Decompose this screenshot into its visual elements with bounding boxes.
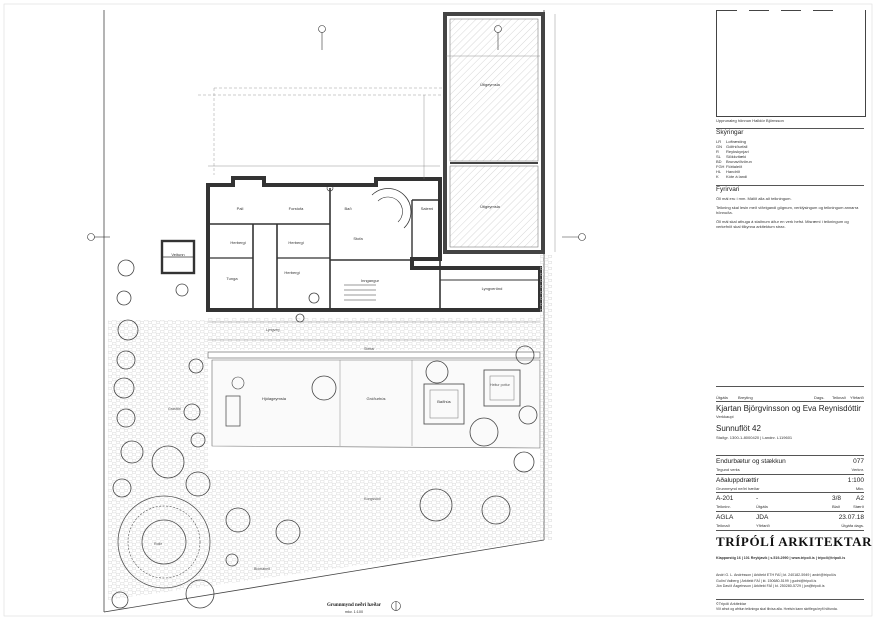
room-label-fordyri: Forstofa — [289, 206, 304, 211]
legend-header: Skýringar — [716, 129, 744, 136]
client-name: Kjartan Björgvinsson og Eva Reynisdóttir — [716, 404, 861, 413]
tb-divider — [716, 474, 864, 475]
title-block: Upprunaleg hönnun Halldór Björnsson Skýr… — [708, 0, 876, 620]
paving — [108, 255, 552, 600]
room-label-bad: Bað — [344, 206, 352, 211]
notes-header: Fyrirvari — [716, 186, 740, 193]
annotation-kongsslaa: Kongsslóð — [364, 496, 381, 501]
project-number: 077 — [853, 458, 864, 465]
annotation-blomabed: Blómabeð — [254, 566, 270, 571]
main-building — [206, 176, 542, 312]
drawn-by: AGLA — [716, 514, 734, 521]
section-markers — [87, 25, 586, 611]
address: Sunnuflöt 42 — [716, 424, 761, 433]
room-label-ingang: Inngangur — [361, 278, 380, 283]
paper-size: A2 — [856, 495, 864, 502]
room-label-tunga: Tunga — [226, 276, 238, 281]
room-label-herbergi-3: Herbergi — [284, 270, 299, 275]
architect-list: Andri G. L. Andrésson | Arkitekt ETH FAÍ… — [716, 573, 837, 588]
drawing-number: A-201 — [716, 495, 734, 502]
sheet-title: Aðaluppdrættir — [716, 477, 759, 484]
rev-col-drawn: Teiknað — [832, 395, 846, 400]
date-label: Útgáfa dags. — [841, 523, 864, 528]
tb-divider — [716, 599, 864, 600]
project: Endurbætur og stækkun — [716, 458, 786, 465]
room-label-hjolageymsla: Hjólageymsla — [262, 396, 287, 401]
drawn-label: Teiknað — [716, 523, 730, 528]
drawing-title: Grunnmynd neðri hæðar — [327, 602, 382, 608]
drawing-number-label: Teikninr. — [716, 504, 731, 509]
room-label-badhus: Baðhús — [437, 399, 451, 404]
room-label-herbergi-1: Herbergi — [230, 240, 245, 245]
room-label-grodurhus: Gróðurhús — [367, 396, 386, 401]
small-outbuilding — [160, 239, 196, 275]
scale: 1:100 — [847, 477, 864, 484]
scale-label: Mkv. — [855, 486, 864, 491]
tb-divider — [716, 455, 864, 456]
room-label-veitunn: Veitunn — [171, 252, 184, 257]
room-label-utigeymsla-2: Útigeymsla — [480, 204, 501, 209]
image-credit: Upprunaleg hönnun Halldór Björnsson — [716, 118, 784, 123]
rev-col-change: Breyting — [738, 395, 753, 400]
firm-logo: TRÍPÓLÍ ARKITEKTAR — [716, 534, 873, 549]
copyright: ©Tripólí Arkitektar — [716, 602, 747, 606]
sheet-label: Blað — [832, 504, 841, 509]
annotation-rolle: Rolle — [154, 542, 162, 546]
revision-label: Útgáfa — [756, 504, 768, 509]
annotation-stettlar: Stéttar — [364, 347, 375, 351]
round-patio — [117, 495, 211, 589]
rev-col-date: Dags. — [814, 395, 825, 400]
room-label-lyngverond: Lyngverönd — [482, 286, 503, 291]
tb-divider — [716, 128, 864, 129]
project-number-label: Verknr. — [851, 467, 864, 472]
sheet-number: 3/8 — [832, 495, 842, 502]
checked-label: Yfirfarið — [756, 523, 770, 528]
drawing-scale-note: mkv. 1:100 — [345, 610, 363, 614]
project-label: Tegund verks — [716, 467, 740, 472]
room-label-stofa: Stofa — [353, 236, 363, 241]
paper-label: Stærð — [853, 504, 864, 509]
annotation-grasflot: Grasflöt — [168, 407, 181, 411]
tb-divider — [716, 185, 864, 186]
trees — [111, 259, 538, 609]
parcel: Staðgr. 1300-1-8000420 | Landnr. L119601 — [716, 435, 793, 440]
rev-col-revision: Útgáfa — [716, 395, 728, 400]
revision: - — [756, 495, 759, 502]
checked-by: JDA — [756, 514, 769, 521]
sheet-title-label: Grunnmynd neðri hæðar — [716, 486, 760, 491]
room-label-salerni: Salerni — [421, 206, 434, 211]
firm-address: Klapparstíg 16 | 101 Reykjavík | s.519-2… — [716, 556, 846, 560]
tb-divider — [716, 530, 864, 531]
image-frame — [716, 10, 866, 117]
room-label-pall: Pall — [237, 206, 244, 211]
issue-date: 23.07.18 — [838, 514, 864, 521]
rev-col-checked: Yfirfarið — [850, 395, 864, 400]
room-label-herbergi-2: Herbergi — [288, 240, 303, 245]
tb-divider — [716, 511, 864, 512]
copyright-note: Við afnot og afritun teikninga skal tilv… — [716, 607, 838, 611]
tb-divider — [716, 492, 864, 493]
revision-table: Útgáfa Breyting Dags. Teiknað Yfirfarið — [716, 386, 864, 402]
annotation-lyngveg: Lyngveg — [266, 328, 279, 332]
annotation-heitur-pottur: Heitur pottur — [490, 383, 511, 387]
room-label-utigeymsla-1: Útigeymsla — [480, 82, 501, 87]
client-label: Verkkaupi — [716, 414, 734, 419]
rear-annex — [443, 12, 545, 254]
notes-text: Öll mál eru í mm. Málið alla að teikning… — [716, 196, 859, 229]
